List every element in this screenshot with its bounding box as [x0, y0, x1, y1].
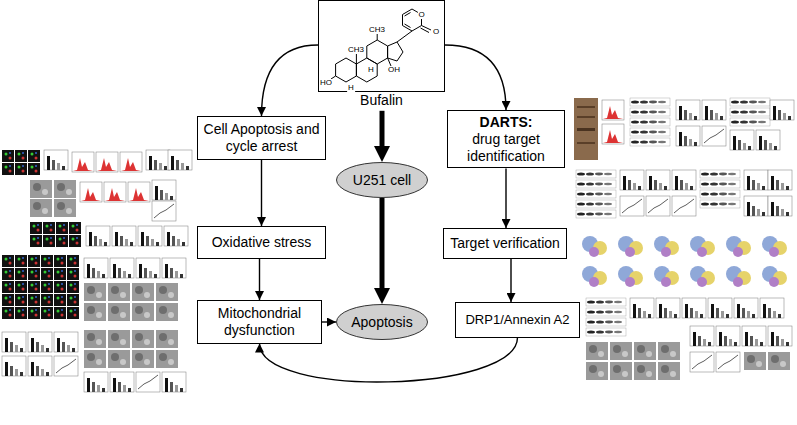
node-label: DRP1/Annexin A2	[460, 312, 575, 328]
ellipse-shape	[337, 163, 428, 198]
process-box: Cell Apoptosis and cycle arrest	[197, 116, 326, 160]
atom-label: OH	[387, 66, 401, 74]
node-label: Cell Apoptosis and cycle arrest	[202, 121, 321, 155]
node-label: drug target identification	[452, 131, 560, 165]
connector-arrow	[262, 45, 319, 116]
atom-label: CH3	[347, 46, 365, 54]
connector-arrow	[322, 321, 336, 322]
process-box: Target verification	[443, 228, 567, 259]
connector-arrow	[259, 259, 260, 300]
atom-label: H	[347, 84, 355, 92]
process-box: DRP1/Annexin A2	[455, 302, 580, 338]
connector-arrow	[510, 259, 511, 302]
atom-label: O	[432, 28, 440, 36]
node-label: Target verification	[448, 235, 562, 252]
connector-arrow	[505, 168, 506, 228]
cell-ellipse: U251 cell	[336, 162, 428, 198]
node-label: DARTS:	[452, 114, 560, 131]
connector-arrow	[445, 45, 506, 110]
ellipse-shape	[337, 305, 428, 340]
node-label: Bufalin	[318, 92, 445, 109]
connector-arrow	[261, 160, 262, 226]
cell-ellipse: Apoptosis	[336, 304, 428, 340]
process-box: Oxidative stress	[197, 226, 326, 259]
atom-label: CH3	[368, 26, 386, 34]
process-box: Mitochondrial dysfunction	[197, 300, 322, 344]
connector-arrow	[380, 111, 385, 146]
node-label: Mitochondrial dysfunction	[202, 305, 317, 339]
compound-node: Bufalin	[318, 0, 445, 111]
connector-arrow	[380, 198, 385, 288]
node-label: U251 cell	[353, 172, 411, 189]
node-label: Apoptosis	[351, 314, 412, 331]
node-label: Oxidative stress	[202, 234, 321, 251]
process-box: DARTS:drug target identification	[447, 110, 565, 168]
atom-label: H	[367, 66, 375, 74]
connector-arrow	[260, 338, 518, 382]
atom-label: HO	[319, 79, 333, 87]
atom-label: O	[417, 11, 425, 19]
